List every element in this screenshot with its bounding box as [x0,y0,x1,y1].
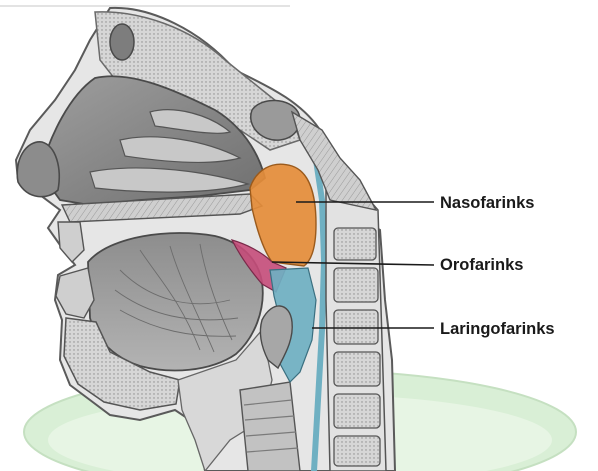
trachea [240,382,300,471]
nasopharynx-label: Nasofarinks [440,194,534,212]
nose-tip [17,142,59,197]
tongue [88,233,263,370]
oropharynx-label: Orofarinks [440,256,523,274]
frontal-sinus [110,24,134,60]
laryngopharynx-label: Laringofarinks [440,320,555,338]
